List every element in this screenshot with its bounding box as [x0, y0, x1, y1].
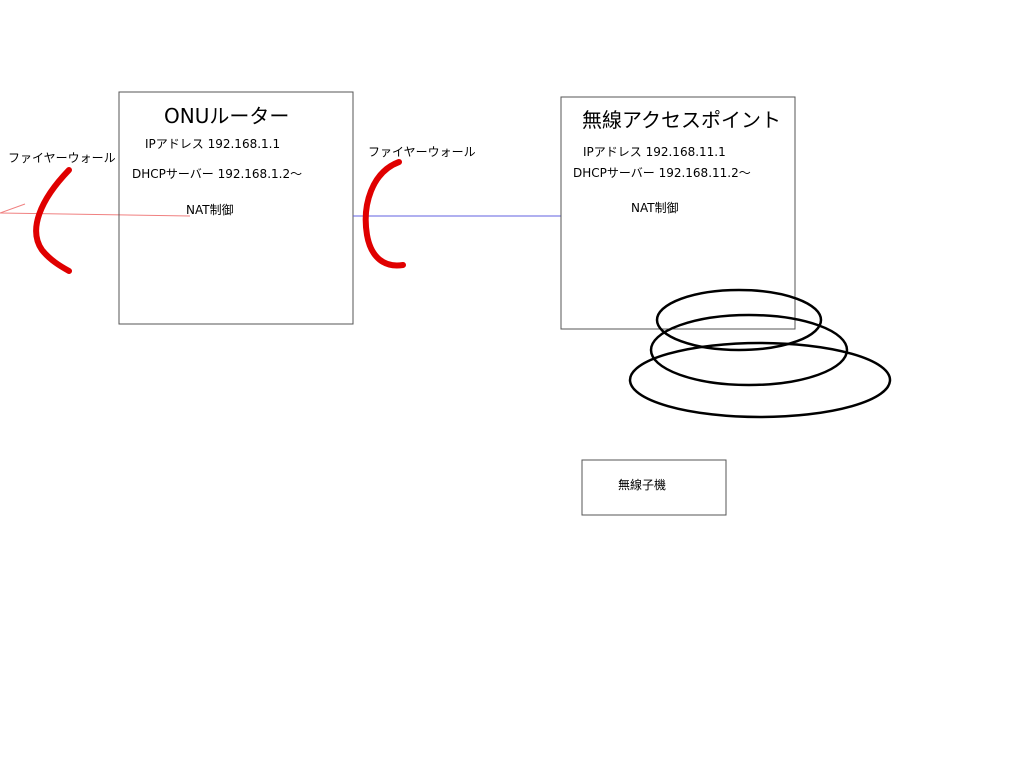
wireless-wave-inner: [655, 288, 823, 352]
wireless-wave-outer: [628, 341, 892, 419]
wan-line-tip: [0, 203, 26, 214]
onu-router-dhcp: DHCPサーバー 192.168.1.2～: [132, 167, 303, 181]
wireless-client-box: [581, 459, 727, 516]
access-point-box: [560, 96, 796, 330]
firewall-left-label: ファイヤーウォール: [8, 151, 116, 165]
onu-router-nat: NAT制御: [186, 203, 234, 217]
access-point-ip: IPアドレス 192.168.11.1: [583, 145, 726, 159]
firewall-left-arc: [33, 167, 72, 274]
onu-router-box: [118, 91, 354, 325]
wan-line: [0, 212, 191, 217]
wireless-wave-middle: [649, 313, 849, 387]
onu-router-ip: IPアドレス 192.168.1.1: [145, 137, 281, 151]
firewall-middle-arc: [362, 159, 406, 269]
wireless-client-label: 無線子機: [618, 478, 667, 492]
access-point-dhcp: DHCPサーバー 192.168.11.2～: [573, 166, 751, 180]
onu-router-title: ONUルーター: [164, 104, 290, 128]
firewall-middle-label: ファイヤーウォール: [368, 145, 476, 159]
access-point-nat: NAT制御: [631, 201, 679, 215]
access-point-title: 無線アクセスポイント: [582, 108, 781, 132]
